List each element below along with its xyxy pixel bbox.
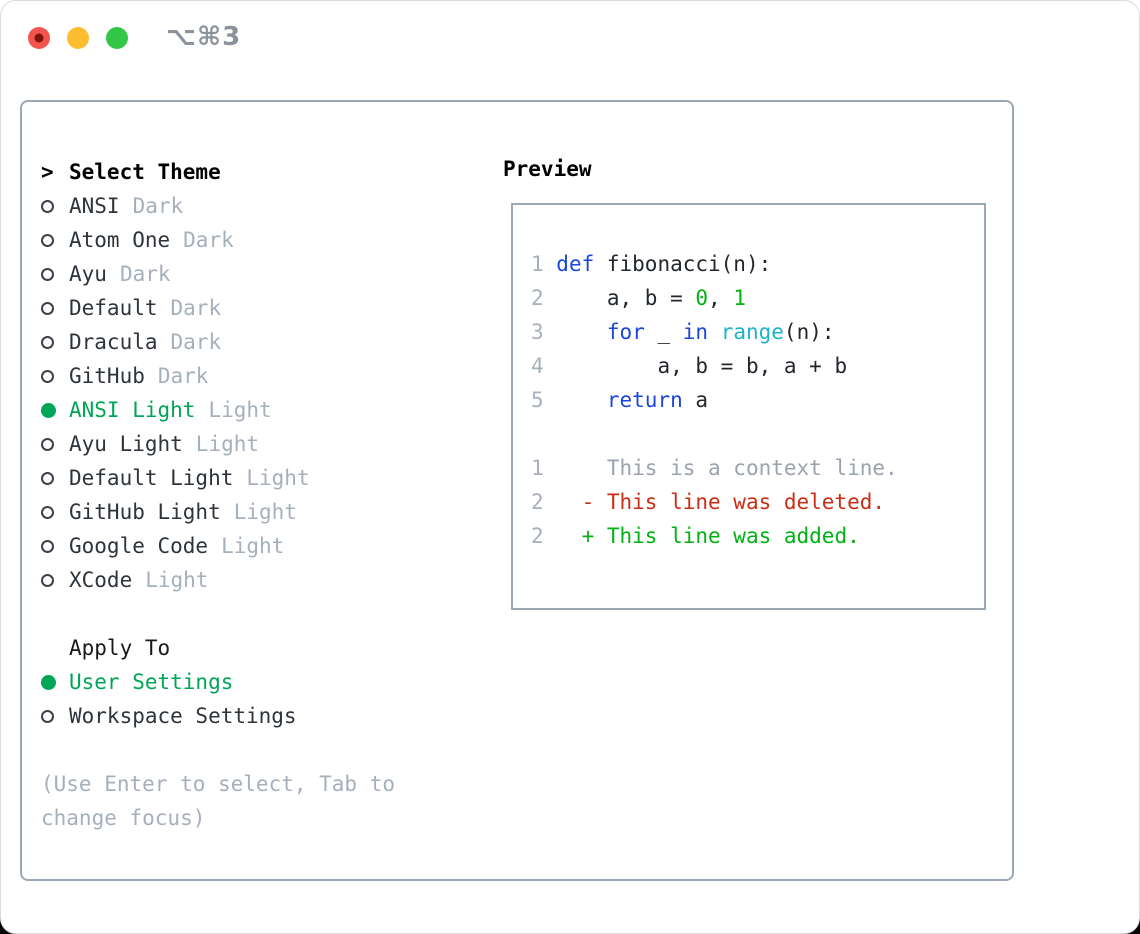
- theme-variant-tag: Dark: [170, 296, 222, 320]
- radio-icon: [41, 505, 54, 519]
- theme-option-github[interactable]: GitHub Dark: [41, 359, 481, 393]
- theme-variant-tag: Dark: [132, 194, 184, 218]
- window-shortcut-label: ⌥⌘3: [166, 22, 242, 52]
- theme-option-default[interactable]: Default Dark: [41, 291, 481, 325]
- code-line: 1 This is a context line.: [531, 456, 898, 480]
- preview-pane: 1 def fibonacci(n): 2 a, b = 0, 1 3 for _ …: [511, 203, 986, 610]
- theme-option-default-light[interactable]: Default Light Light: [41, 461, 481, 495]
- theme-option-github-light[interactable]: GitHub Light Light: [41, 495, 481, 529]
- theme-option-dracula[interactable]: Dracula Dark: [41, 325, 481, 359]
- radio-icon: [41, 335, 54, 349]
- theme-option-ayu-light[interactable]: Ayu Light Light: [41, 427, 481, 461]
- code-line: 3 for _ in range(n):: [531, 320, 835, 344]
- window-controls: [28, 27, 128, 49]
- theme-name: Google Code: [69, 534, 209, 558]
- radio-icon: [41, 437, 54, 451]
- close-button-icon[interactable]: [28, 27, 50, 49]
- theme-name: Default Light: [69, 466, 234, 490]
- theme-name: Atom One: [69, 228, 171, 252]
- minimize-button-icon[interactable]: [67, 27, 89, 49]
- code-preview: 1 def fibonacci(n): 2 a, b = 0, 1 3 for _ …: [513, 205, 984, 553]
- theme-variant-tag: Dark: [183, 228, 234, 252]
- code-line: 4 a, b = b, a + b: [531, 354, 848, 378]
- radio-selected-icon: [41, 674, 56, 690]
- apply-to-title: Apply To: [69, 636, 171, 660]
- theme-name: Default: [69, 296, 158, 320]
- theme-variant-tag: Light: [233, 500, 297, 524]
- preview-title: Preview: [503, 157, 592, 181]
- theme-variant-tag: Dark: [170, 330, 222, 354]
- radio-icon: [41, 233, 54, 247]
- theme-variant-tag: Dark: [157, 364, 209, 388]
- apply-to-header: Apply To: [41, 631, 481, 665]
- code-blank-line: [531, 417, 984, 451]
- radio-icon: [41, 709, 54, 723]
- code-line: 5 return a: [531, 388, 709, 412]
- theme-option-atom-one[interactable]: Atom One Dark: [41, 223, 481, 257]
- theme-option-xcode[interactable]: XCode Light: [41, 563, 481, 597]
- radio-icon: [41, 199, 54, 213]
- help-text-line-2: change focus): [41, 806, 206, 830]
- theme-variant-tag: Light: [145, 568, 209, 592]
- theme-name: Ayu Light: [69, 432, 183, 456]
- apply-option-workspace-settings[interactable]: Workspace Settings: [41, 699, 481, 733]
- radio-icon: [41, 267, 54, 281]
- theme-option-ansi[interactable]: ANSI Dark: [41, 189, 481, 223]
- radio-icon: [41, 301, 54, 315]
- radio-icon: [41, 471, 54, 485]
- theme-name: GitHub Light: [69, 500, 221, 524]
- theme-option-google-code[interactable]: Google Code Light: [41, 529, 481, 563]
- theme-variant-tag: Light: [195, 432, 260, 456]
- select-theme-title: Select Theme: [69, 160, 221, 184]
- code-line: 2 - This line was deleted.: [531, 490, 886, 514]
- code-line: 2 a, b = 0, 1: [531, 286, 746, 310]
- theme-variant-tag: Dark: [119, 262, 171, 286]
- spacer: [41, 597, 481, 631]
- theme-name: XCode: [69, 568, 133, 592]
- radio-icon: [41, 573, 54, 587]
- theme-name: ANSI Light: [69, 398, 196, 422]
- apply-option-label: Workspace Settings: [69, 704, 297, 728]
- apply-option-user-settings[interactable]: User Settings: [41, 665, 481, 699]
- theme-option-ayu[interactable]: Ayu Dark: [41, 257, 481, 291]
- theme-variant-tag: Light: [208, 398, 272, 422]
- theme-option-ansi-light[interactable]: ANSI Light Light: [41, 393, 481, 427]
- code-line: 2 + This line was added.: [531, 524, 860, 548]
- prompt-caret-icon: >: [41, 160, 54, 184]
- theme-variant-tag: Light: [221, 534, 285, 558]
- spacer: [41, 733, 481, 767]
- radio-selected-icon: [41, 402, 56, 418]
- theme-name: GitHub: [69, 364, 145, 388]
- radio-icon: [41, 369, 54, 383]
- select-theme-header: > Select Theme: [41, 155, 481, 189]
- help-text-line-1: (Use Enter to select, Tab to: [41, 772, 396, 796]
- radio-icon: [41, 539, 54, 553]
- zoom-button-icon[interactable]: [106, 27, 128, 49]
- theme-name: ANSI: [69, 194, 120, 218]
- apply-option-label: User Settings: [69, 670, 234, 694]
- theme-variant-tag: Light: [246, 466, 310, 490]
- code-line: 1 def fibonacci(n):: [531, 252, 772, 276]
- theme-name: Dracula: [69, 330, 158, 354]
- theme-name: Ayu: [69, 262, 107, 286]
